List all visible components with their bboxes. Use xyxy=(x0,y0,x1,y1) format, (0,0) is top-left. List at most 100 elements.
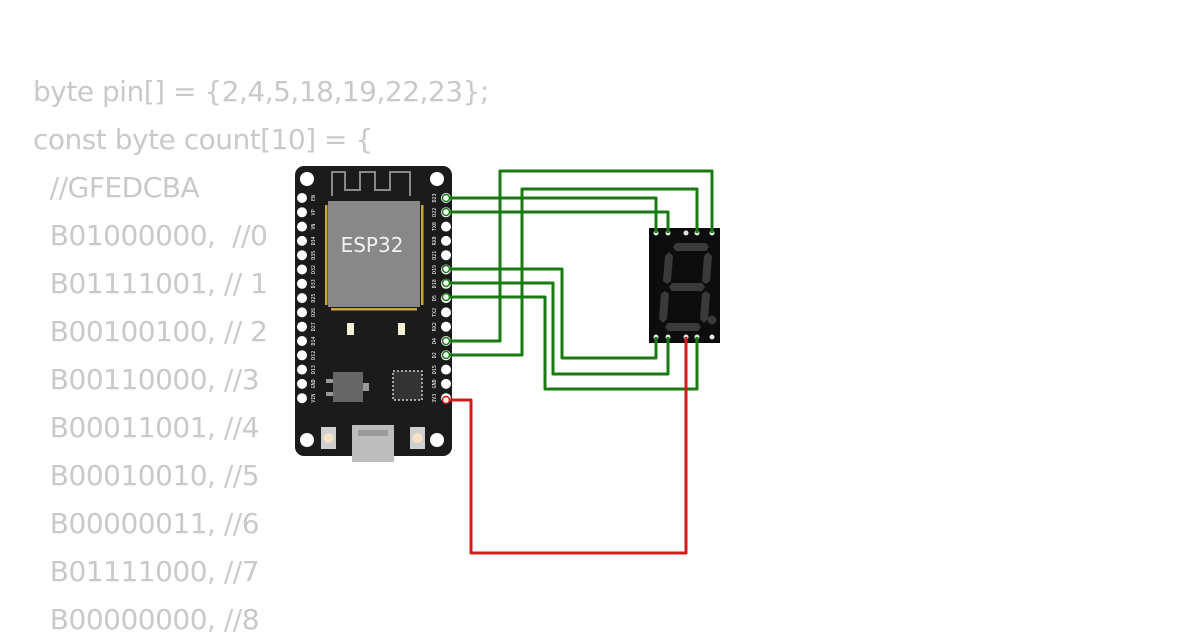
pin-label: VN xyxy=(311,224,317,230)
voltage-regulator xyxy=(326,372,369,402)
pin-label: D14 xyxy=(311,336,317,345)
mounting-hole xyxy=(300,433,314,447)
pin-label: D15 xyxy=(432,365,438,374)
decimal-point xyxy=(707,315,717,325)
pin-hole[interactable] xyxy=(297,221,307,232)
segment-b xyxy=(702,252,712,284)
pin-label: D19 xyxy=(432,265,438,274)
pin-hole[interactable] xyxy=(441,364,451,375)
wire-d4-display xyxy=(446,169,714,343)
chip-label: ESP32 xyxy=(341,233,404,257)
pin-hole[interactable] xyxy=(297,264,307,275)
pin-label: D13 xyxy=(311,365,317,374)
mounting-hole xyxy=(430,433,444,447)
pin-label: D5 xyxy=(432,295,438,301)
pin-hole[interactable] xyxy=(441,321,451,332)
pin-hole[interactable] xyxy=(441,235,451,246)
pin-hole[interactable] xyxy=(297,378,307,389)
wire-d2-display xyxy=(446,187,699,357)
code-line: B00100100, // 2 xyxy=(33,315,268,348)
pin-label: RX2 xyxy=(432,322,438,331)
code-line: B00011001, //4 xyxy=(33,411,260,444)
segment-f xyxy=(663,252,673,284)
pin-hole[interactable] xyxy=(297,278,307,289)
pin-hole[interactable] xyxy=(297,364,307,375)
code-line: B00110000, //3 xyxy=(33,363,260,396)
seven-segment-display[interactable] xyxy=(649,228,720,343)
pin-label: D4 xyxy=(432,338,438,344)
pin-hole[interactable] xyxy=(297,293,307,304)
code-line: B01000000, //0 xyxy=(33,219,268,252)
pin-label: D22 xyxy=(432,208,438,217)
pin-label: TX2 xyxy=(432,308,438,317)
pin-label: D26 xyxy=(311,308,317,317)
usb-uart-chip xyxy=(392,370,423,401)
left-pin-labels: ENVPVND34D35D32D33D25D26D27D14D12D13GNDV… xyxy=(311,195,317,403)
code-overlay: byte pin[] = {2,4,5,18,19,22,23}; const b… xyxy=(33,68,489,644)
segment-e xyxy=(659,291,669,323)
pin-hole[interactable] xyxy=(297,336,307,346)
wire-d5-display xyxy=(446,281,670,376)
wire-3v3-display-common xyxy=(446,337,688,555)
pin-label: D18 xyxy=(432,279,438,288)
micro-usb-connector xyxy=(352,425,394,462)
code-line: byte pin[] = {2,4,5,18,19,22,23}; xyxy=(33,75,489,108)
mounting-hole xyxy=(300,172,314,186)
esp32-module: ESP32 xyxy=(325,201,424,311)
pin-label: D25 xyxy=(311,294,317,303)
pin-label: D32 xyxy=(311,265,317,274)
pin-label: D12 xyxy=(311,351,317,360)
pin-label: RX0 xyxy=(432,236,438,245)
pin-label: VIN xyxy=(311,394,317,403)
display-pin[interactable] xyxy=(683,230,689,236)
pin-hole[interactable] xyxy=(441,378,451,389)
pin-hole[interactable] xyxy=(297,250,307,261)
wire-endpoints xyxy=(441,193,451,405)
pin-label: D2 xyxy=(432,352,438,358)
pin-label: D33 xyxy=(311,279,317,288)
wire-d23-display xyxy=(446,210,670,233)
mounting-hole xyxy=(430,172,444,186)
code-line: B01111001, // 1 xyxy=(33,267,268,300)
left-pin-header xyxy=(297,193,307,404)
antenna-trace xyxy=(331,171,411,196)
code-line: //GFEDCBA xyxy=(33,171,200,204)
en-button[interactable] xyxy=(321,427,336,449)
power-wire xyxy=(446,337,688,555)
pin-label: D27 xyxy=(311,322,317,331)
segment-d xyxy=(665,323,701,331)
pin-label: D21 xyxy=(432,251,438,260)
pin-hole[interactable] xyxy=(297,393,307,404)
code-line: B00010010, //5 xyxy=(33,459,260,492)
signal-wires xyxy=(446,169,714,391)
pin-label: VP xyxy=(311,209,317,215)
segment-c xyxy=(700,291,710,323)
pin-hole[interactable] xyxy=(441,307,451,318)
pin-hole[interactable] xyxy=(297,235,307,246)
pin-hole[interactable] xyxy=(297,307,307,318)
segment-a xyxy=(673,243,709,251)
pin-hole[interactable] xyxy=(441,250,451,261)
pin-label: GND xyxy=(311,379,317,388)
segment-g xyxy=(669,283,705,291)
pin-hole[interactable] xyxy=(297,207,307,218)
pin-label: D34 xyxy=(311,236,317,245)
code-line: const byte count[10] = { xyxy=(33,123,373,156)
display-pin[interactable] xyxy=(709,334,715,340)
pin-hole[interactable] xyxy=(441,221,451,232)
boot-button[interactable] xyxy=(410,427,425,449)
pin-label: GND xyxy=(432,379,438,388)
pin-label: TX0 xyxy=(432,222,438,231)
pin-label: D35 xyxy=(311,251,317,260)
wire-d22-display xyxy=(446,196,658,233)
pin-hole[interactable] xyxy=(297,350,307,361)
pin-label: 3V3 xyxy=(432,394,438,403)
code-line: B01111000, //7 xyxy=(33,555,260,588)
pin-label: D23 xyxy=(432,193,438,202)
wire-d19-display xyxy=(446,295,699,391)
pin-hole[interactable] xyxy=(297,193,307,203)
pin-hole[interactable] xyxy=(297,321,307,332)
